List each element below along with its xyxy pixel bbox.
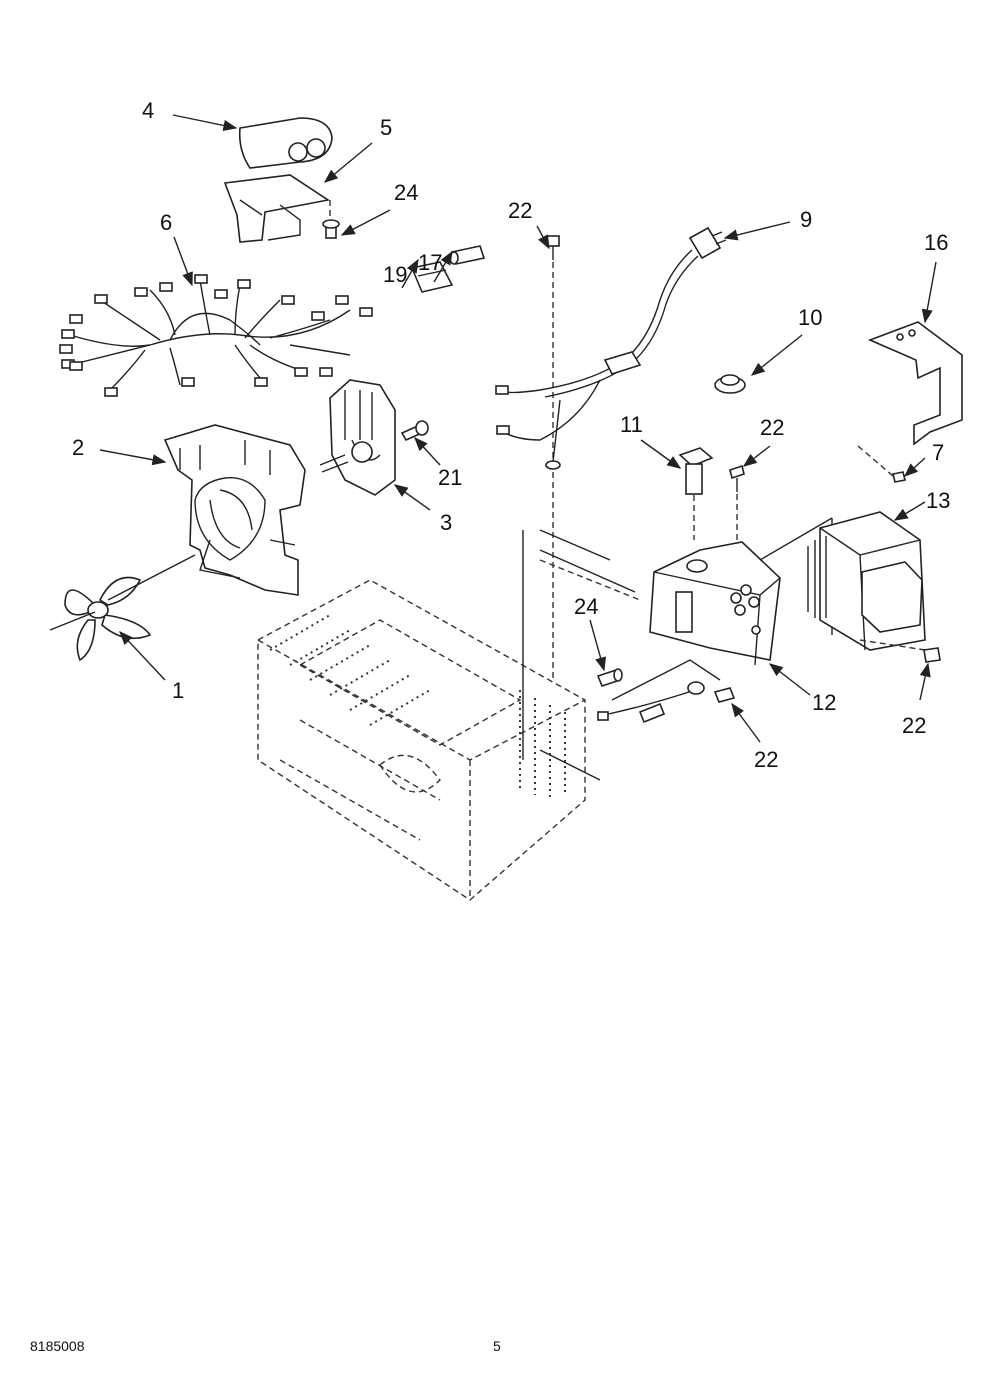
capacitor-bracket (223, 174, 331, 243)
callout-label: 17 (418, 250, 442, 275)
callout-label: 11 (620, 412, 643, 437)
fan-motor (319, 379, 396, 496)
callout-label: 16 (924, 230, 948, 255)
leader-lines (99, 114, 937, 743)
thermal-sensor (714, 374, 746, 394)
cabinet-outline (257, 529, 641, 901)
transformer (807, 511, 926, 651)
callout-label: 22 (754, 747, 778, 772)
callout-label: 12 (812, 690, 836, 715)
callout-label: 13 (926, 488, 950, 513)
wire-harness (59, 274, 373, 397)
callout-label: 21 (438, 465, 462, 490)
fan-shroud (163, 424, 306, 596)
noise-filter (597, 659, 736, 724)
screw (729, 464, 745, 540)
washer (857, 445, 906, 483)
page-number: 5 (493, 1338, 501, 1354)
capacitor (238, 117, 333, 169)
power-cord (495, 226, 727, 463)
callout-label: 22 (760, 415, 784, 440)
callout-label: 22 (508, 198, 532, 223)
callout-label: 7 (932, 440, 944, 465)
screw (596, 668, 623, 687)
callout-label: 1 (172, 678, 184, 703)
callout-label: 19 (383, 262, 407, 287)
fan-blade (49, 554, 196, 662)
mounting-bracket (867, 321, 963, 446)
screw (322, 200, 340, 239)
callout-label: 22 (902, 713, 926, 738)
callout-label: 6 (160, 210, 172, 235)
callout-labels: 4 5 24 6 22 9 16 19 17 10 2 21 11 22 7 3… (72, 98, 950, 772)
fuse (449, 245, 486, 265)
callout-label: 10 (798, 305, 822, 330)
callout-label: 4 (142, 98, 154, 123)
screw (545, 235, 561, 680)
screw (923, 647, 941, 663)
callout-label: 24 (394, 180, 418, 205)
callout-label: 24 (574, 594, 598, 619)
fuse-holder (678, 447, 714, 540)
callout-label: 9 (800, 207, 812, 232)
document-number: 8185008 (30, 1338, 85, 1354)
callout-label: 2 (72, 435, 84, 460)
callout-label: 3 (440, 510, 452, 535)
screw (400, 420, 429, 442)
callout-label: 5 (380, 115, 392, 140)
magnetron-bracket (539, 517, 833, 666)
